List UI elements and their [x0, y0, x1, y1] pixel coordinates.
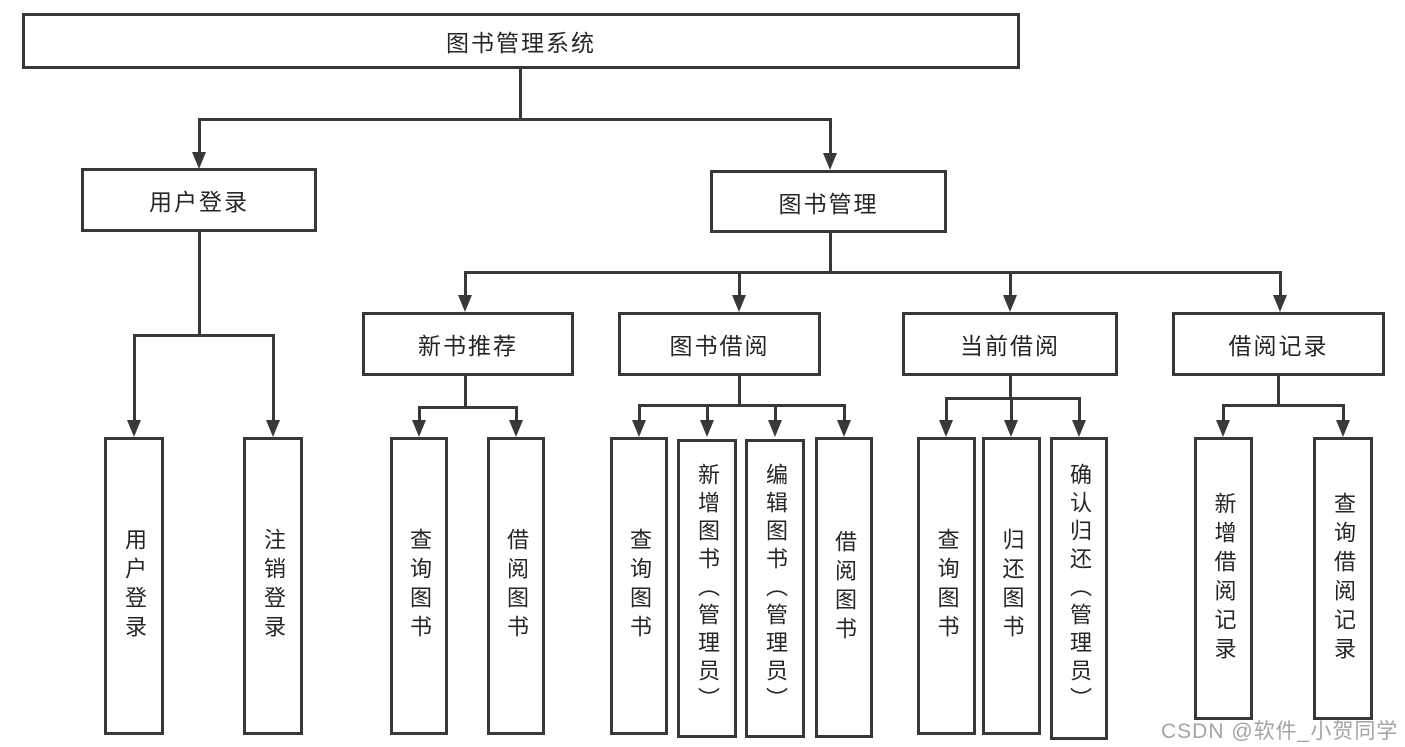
connector-line — [198, 232, 201, 336]
arrowhead — [1004, 420, 1018, 437]
connector-line — [519, 67, 522, 120]
leaf-edit-book-admin: 编辑图书（管理员） — [745, 439, 805, 738]
arrowhead — [732, 295, 746, 312]
arrowhead — [1273, 295, 1287, 312]
leaf-query-books-recommend: 查询图书 — [390, 437, 448, 735]
connector-line — [1222, 404, 1344, 407]
leaf-borrow-books-recommend: 借阅图书 — [487, 437, 545, 735]
leaf-confirm-return-admin: 确认归还（管理员） — [1050, 437, 1108, 740]
arrowhead — [458, 295, 472, 312]
connector-line — [706, 404, 709, 422]
connector-line — [638, 404, 846, 407]
arrowhead — [768, 420, 782, 437]
arrowhead — [823, 153, 837, 170]
arrowhead — [632, 420, 646, 437]
connector-line — [198, 118, 201, 154]
leaf-user-login: 用户登录 — [104, 437, 164, 735]
node-borrow-records: 借阅记录 — [1172, 312, 1385, 376]
leaf-query-books-current: 查询图书 — [917, 437, 976, 735]
connector-line — [1078, 397, 1081, 422]
arrowhead — [939, 420, 953, 437]
connector-line — [829, 233, 832, 273]
connector-line — [464, 271, 467, 297]
connector-line — [843, 404, 846, 422]
leaf-logout: 注销登录 — [243, 437, 303, 735]
node-new-book-recommend: 新书推荐 — [362, 312, 574, 376]
connector-line — [198, 118, 832, 121]
connector-line — [945, 397, 1081, 400]
connector-line — [1342, 404, 1345, 422]
arrowhead — [1336, 420, 1350, 437]
leaf-return-books: 归还图书 — [982, 437, 1041, 735]
node-user-login: 用户登录 — [81, 168, 317, 232]
connector-line — [418, 406, 421, 422]
connector-line — [738, 376, 741, 407]
connector-line — [1010, 397, 1013, 422]
arrowhead — [127, 420, 141, 437]
connector-line — [133, 334, 275, 337]
arrowhead — [509, 420, 523, 437]
connector-line — [515, 406, 518, 422]
connector-line — [1222, 404, 1225, 422]
leaf-query-books-borrow: 查询图书 — [610, 437, 668, 735]
arrowhead — [700, 420, 714, 437]
arrowhead — [1216, 420, 1230, 437]
arrowhead — [266, 420, 280, 437]
connector-line — [272, 334, 275, 422]
arrowhead — [837, 420, 851, 437]
node-book-management: 图书管理 — [710, 170, 947, 233]
arrowhead — [1072, 420, 1086, 437]
connector-line — [638, 404, 641, 422]
connector-line — [1009, 271, 1012, 297]
connector-line — [133, 334, 136, 422]
node-root: 图书管理系统 — [22, 13, 1020, 69]
connector-line — [418, 406, 518, 409]
connector-line — [464, 376, 467, 409]
arrowhead — [1003, 295, 1017, 312]
connector-line — [1009, 376, 1012, 400]
node-current-borrow: 当前借阅 — [902, 312, 1118, 376]
csdn-watermark: CSDN @软件_小贺同学 — [1161, 720, 1399, 743]
leaf-add-borrow-record: 新增借阅记录 — [1194, 437, 1253, 720]
leaf-borrow-books: 借阅图书 — [815, 437, 873, 738]
connector-line — [1279, 271, 1282, 297]
connector-line — [774, 404, 777, 422]
node-book-borrow: 图书借阅 — [618, 312, 821, 376]
connector-line — [829, 118, 832, 154]
arrowhead — [412, 420, 426, 437]
leaf-add-book-admin: 新增图书（管理员） — [677, 439, 737, 738]
connector-line — [945, 397, 948, 422]
arrowhead — [192, 152, 206, 169]
connector-line — [464, 271, 1282, 274]
leaf-query-borrow-record: 查询借阅记录 — [1313, 437, 1373, 720]
connector-line — [738, 271, 741, 297]
connector-line — [1277, 376, 1280, 407]
